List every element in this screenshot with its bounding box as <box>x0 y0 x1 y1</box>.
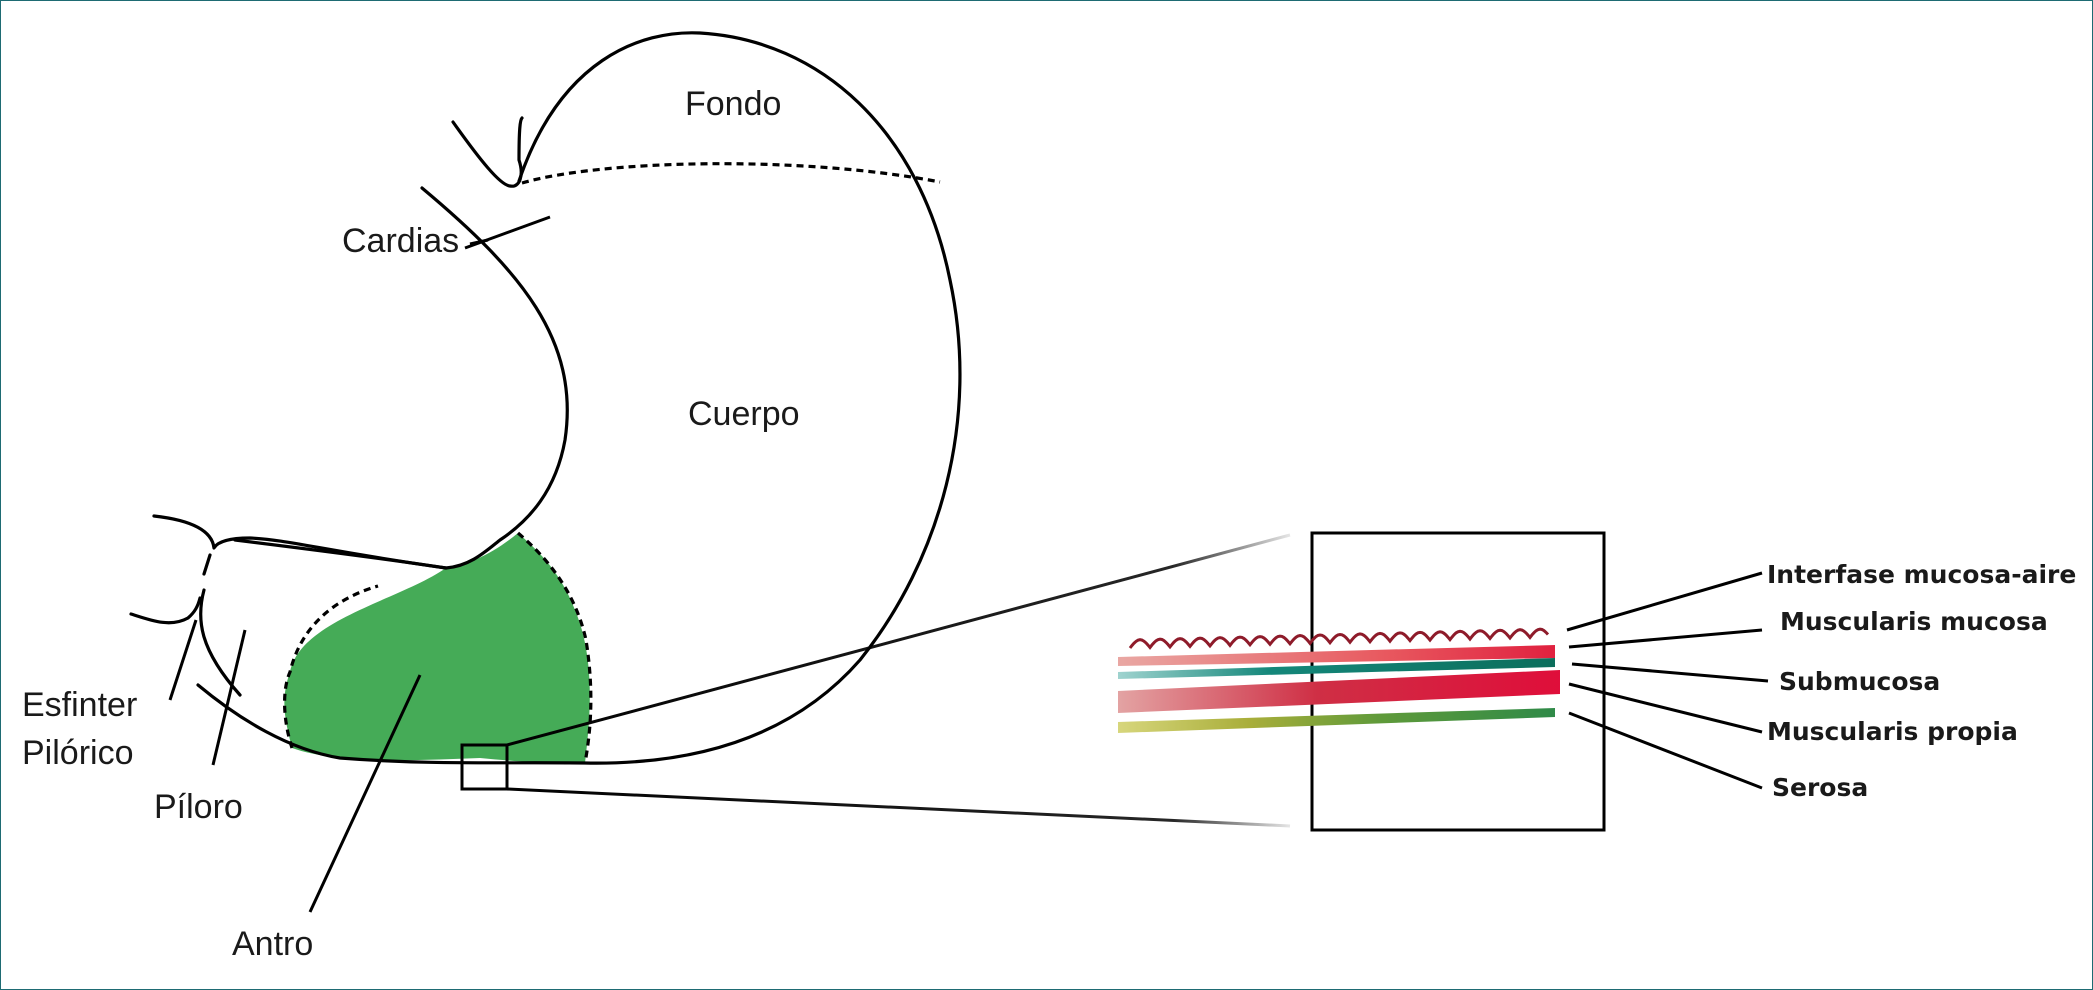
leader-muscularis-propia <box>1568 682 1763 734</box>
label-esfinter: Esfinter <box>22 686 137 724</box>
label-piloro: Píloro <box>154 788 243 826</box>
layer-interfase-mucosa-aire <box>1128 627 1550 650</box>
layer-submucosa <box>1118 658 1555 679</box>
duodenum-upper-line <box>152 514 448 570</box>
layer-muscularis-mucosa <box>1118 645 1555 666</box>
label-muscularis-propia: Muscularis propia <box>1767 717 2018 746</box>
layer-serosa <box>1118 708 1555 733</box>
esophagus-line-right <box>451 116 524 188</box>
antro-region <box>284 533 590 764</box>
label-cuerpo: Cuerpo <box>688 395 800 433</box>
label-interfase-mucosa-aire: Interfase mucosa-aire <box>1767 560 2076 589</box>
wall-layers <box>1118 627 1560 733</box>
label-pilorico: Pilórico <box>22 734 133 772</box>
leader-interfase <box>1566 571 1763 632</box>
esfinter-leader <box>168 619 198 701</box>
label-antro: Antro <box>232 925 313 963</box>
stomach-greater-curvature <box>196 31 962 765</box>
duodenum-lower-line <box>129 596 202 625</box>
leader-muscularis-mucosa <box>1568 628 1763 649</box>
label-submucosa: Submucosa <box>1779 667 1940 696</box>
fondo-cuerpo-divider <box>521 162 941 185</box>
label-muscularis-mucosa: Muscularis mucosa <box>1780 607 2048 636</box>
pyloric-sphincter-line <box>199 553 242 697</box>
antro-border-left <box>282 584 379 749</box>
antro-border-right <box>516 531 593 764</box>
label-cardias: Cardias <box>342 222 459 260</box>
wall-layers-inset-box <box>1310 531 1606 832</box>
label-fondo: Fondo <box>685 85 781 123</box>
layer-muscularis-propia <box>1118 670 1560 713</box>
piloro-leader <box>211 629 247 766</box>
cardias-leader <box>469 238 489 246</box>
magnifier-source-box <box>460 743 509 791</box>
leader-submucosa <box>1571 662 1769 683</box>
zoom-line-bottom <box>506 787 1291 828</box>
label-serosa: Serosa <box>1772 773 1868 802</box>
leader-serosa <box>1568 711 1763 790</box>
zoom-line-top <box>506 533 1291 747</box>
antro-leader <box>308 674 422 913</box>
